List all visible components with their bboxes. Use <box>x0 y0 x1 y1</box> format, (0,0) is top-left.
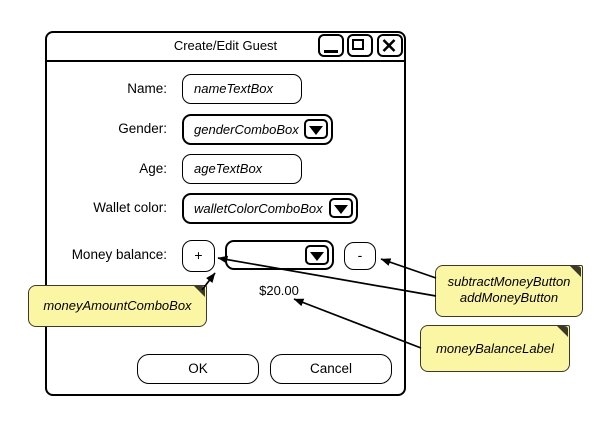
gender-dropdown-button[interactable] <box>304 119 328 139</box>
close-icon <box>382 39 396 52</box>
age-input[interactable]: ageTextBox <box>182 154 302 184</box>
chevron-down-icon <box>334 205 348 214</box>
wallet-color-combobox-value: walletColorComboBox <box>194 201 323 216</box>
dialog-titlebar: Create/Edit Guest <box>47 33 404 62</box>
name-input[interactable]: nameTextBox <box>182 74 302 104</box>
note-fold-icon <box>194 286 205 297</box>
gender-combobox[interactable]: genderComboBox <box>182 114 333 145</box>
note-fold-icon <box>570 266 581 277</box>
annotation-subtract-add-buttons: subtractMoneyButton addMoneyButton <box>435 265 583 317</box>
minimize-button[interactable] <box>318 34 344 57</box>
note-fold-icon <box>557 326 568 337</box>
money-amount-combobox[interactable] <box>225 240 334 270</box>
annotation-text: moneyAmountComboBox <box>43 298 192 313</box>
annotation-money-amount-combobox: moneyAmountComboBox <box>28 285 207 327</box>
ok-button[interactable]: OK <box>137 354 259 384</box>
wallet-color-combobox[interactable]: walletColorComboBox <box>182 193 358 224</box>
gender-combobox-value: genderComboBox <box>194 122 299 137</box>
dialog-create-edit-guest: Create/Edit Guest Name: nameTextBox Gend… <box>45 31 406 396</box>
annotation-text: addMoneyButton <box>459 290 559 305</box>
money-balance-label: Money balance: <box>71 247 167 262</box>
dialog-title: Create/Edit Guest <box>173 38 278 53</box>
close-button[interactable] <box>377 34 403 57</box>
gender-label: Gender: <box>118 121 167 136</box>
cancel-button[interactable]: Cancel <box>270 354 392 384</box>
maximize-icon <box>352 38 364 50</box>
name-label: Name: <box>127 81 167 96</box>
money-balance-value: $20.00 <box>259 283 299 298</box>
money-amount-dropdown-button[interactable] <box>305 245 329 265</box>
annotation-text: moneyBalanceLabel <box>436 341 554 356</box>
subtract-money-button[interactable]: - <box>344 242 376 270</box>
annotation-money-balance-label: moneyBalanceLabel <box>420 325 570 372</box>
chevron-down-icon <box>310 252 324 261</box>
age-label: Age: <box>139 161 167 176</box>
maximize-button[interactable] <box>347 34 373 57</box>
add-money-button[interactable]: + <box>182 240 215 272</box>
annotation-text: subtractMoneyButton <box>447 274 571 289</box>
minimize-icon <box>324 50 338 53</box>
wallet-color-dropdown-button[interactable] <box>329 198 353 218</box>
chevron-down-icon <box>309 126 323 135</box>
wallet-color-label: Wallet color: <box>93 200 167 215</box>
